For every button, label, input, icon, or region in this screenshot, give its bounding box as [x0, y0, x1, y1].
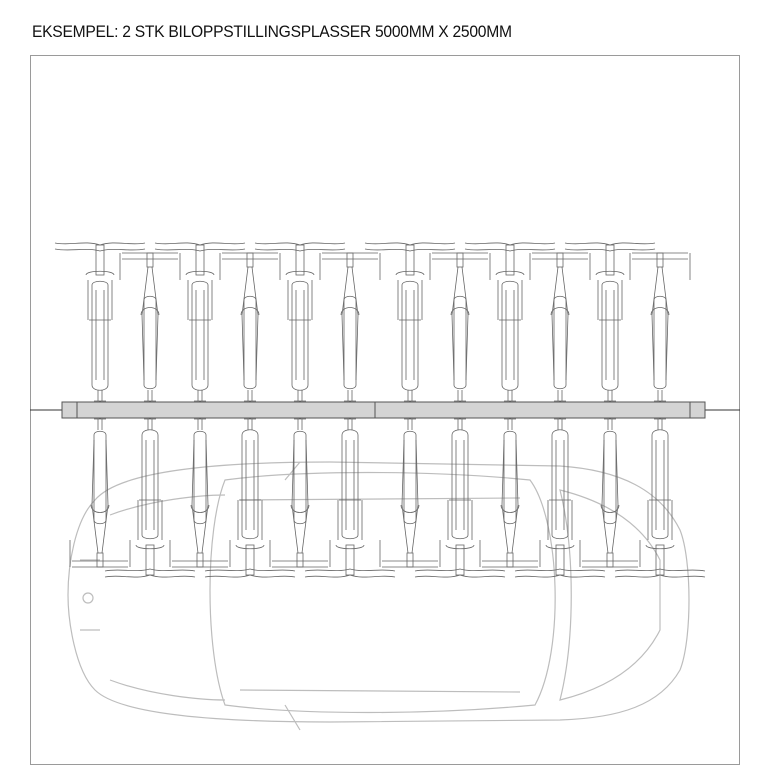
bicycle [564, 242, 656, 410]
bicycle [154, 242, 246, 410]
bicycle [414, 410, 506, 578]
bicycle [69, 410, 131, 568]
car-outline [67, 461, 690, 731]
bicycle [479, 410, 541, 568]
bicycle [54, 242, 146, 410]
bicycle [614, 410, 706, 578]
bicycle [364, 242, 456, 410]
bicycle [429, 252, 491, 410]
bicycle [304, 410, 396, 578]
bicycle [254, 242, 346, 410]
rack-beam-section-1 [61, 401, 376, 419]
bicycle [269, 410, 331, 568]
bicycle [629, 252, 691, 410]
drawing-title: EKSEMPEL: 2 STK BILOPPSTILLINGSPLASSER 5… [32, 22, 512, 41]
rack-beam-section-2 [374, 401, 706, 419]
bicycle [169, 410, 231, 568]
bicycle [579, 410, 641, 568]
bicycle [104, 410, 196, 578]
bicycle [379, 410, 441, 568]
bicycle [219, 252, 281, 410]
bicycle [514, 410, 606, 578]
bicycle [319, 252, 381, 410]
bicycle [204, 410, 296, 578]
bicycle [119, 252, 181, 410]
bicycle [529, 252, 591, 410]
bicycle [464, 242, 556, 410]
